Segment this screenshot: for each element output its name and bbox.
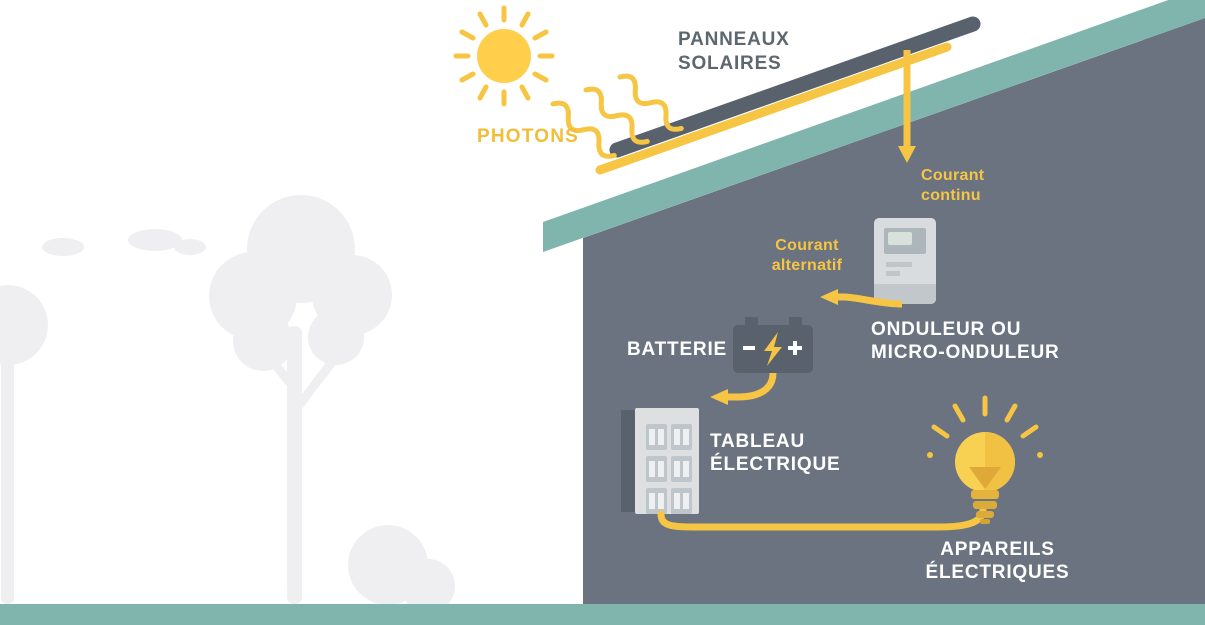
lightbulb-icon: [927, 395, 1043, 524]
roof-icon: [543, 0, 1205, 252]
background-trees-icon: [0, 195, 455, 613]
electrical-panel-label: TABLEAU ÉLECTRIQUE: [710, 431, 841, 475]
photons-label: PHOTONS: [477, 126, 580, 147]
battery-to-panel-arrow: [710, 372, 777, 405]
ground-strip: [0, 604, 1205, 625]
sun-icon: [453, 5, 555, 107]
appliance-wire: [657, 506, 987, 531]
ac-current-arrow: [820, 289, 903, 308]
appliances-label: APPAREILS ÉLECTRIQUES: [925, 539, 1070, 583]
electrical-panel-icon: [621, 408, 699, 514]
dc-current-arrow: [898, 50, 916, 163]
battery-icon: [733, 317, 813, 373]
inverter-label: ONDULEUR OU MICRO-ONDULEUR: [871, 319, 1060, 363]
house-wall: [583, 18, 1205, 604]
inverter-icon: [874, 218, 936, 304]
ac-current-label: Courant alternatif: [771, 237, 843, 274]
battery-label: BATTERIE: [627, 339, 727, 360]
dc-current-label: Courant continu: [921, 167, 985, 204]
solar-panels-label: PANNEAUX SOLAIRES: [678, 29, 790, 74]
